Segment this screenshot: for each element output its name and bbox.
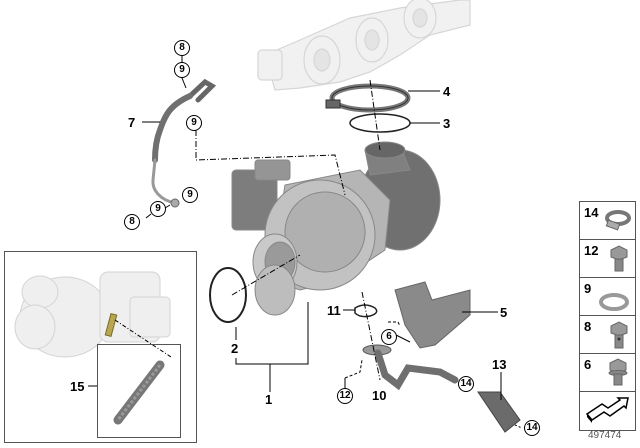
legend-item-direction-arrow: [580, 392, 635, 430]
inset-turbo-ghost: [14, 271, 172, 358]
legend-number: 9: [584, 281, 592, 296]
o-ring: [209, 267, 247, 323]
legend-item-banjo-bolt: 8: [580, 316, 635, 354]
callout-14-lower: 14: [524, 420, 540, 436]
exhaust-manifold: [257, 0, 471, 91]
legend-item-sealing-ring: 9: [580, 278, 635, 316]
callout-15: 15: [70, 379, 85, 394]
callout-11: 11: [327, 303, 341, 318]
callout-8-bottom: 8: [124, 214, 140, 230]
legend-item-flange-bolt: 6: [580, 354, 635, 392]
parts-legend: 14 12 9 8 6: [579, 201, 636, 431]
diagram-reference-number: 497474: [588, 430, 622, 441]
hose-clamp-icon: [605, 210, 631, 231]
flange-bolt-icon: [608, 358, 628, 386]
legend-number: 14: [584, 205, 599, 220]
callout-3: 3: [443, 116, 451, 131]
gasket-ring: [349, 113, 411, 133]
legend-number: 12: [584, 243, 599, 258]
oil-return-pipe: [362, 344, 459, 391]
sealing-ring-icon: [599, 293, 629, 311]
callout-5: 5: [500, 305, 508, 320]
legend-number: 6: [584, 357, 592, 372]
callout-8-top: 8: [174, 40, 190, 56]
turbocharger: [231, 141, 441, 316]
heat-shield: [394, 281, 471, 349]
callout-13: 13: [492, 357, 507, 372]
callout-9-bottom: 9: [150, 201, 166, 217]
leader-lines: [88, 56, 523, 429]
legend-number: 8: [584, 319, 592, 334]
oil-return-hose: [477, 391, 521, 433]
callout-4: 4: [443, 84, 451, 99]
callout-9-top: 9: [174, 62, 190, 78]
callout-10: 10: [372, 388, 387, 403]
callout-14-upper: 14: [458, 376, 474, 392]
callout-7: 7: [128, 115, 136, 130]
callout-9-right: 9: [182, 187, 198, 203]
direction-arrow-icon: [585, 397, 629, 423]
v-band-clamp: [325, 83, 411, 113]
banjo-bolt-icon: [610, 321, 628, 349]
callout-6: 6: [381, 329, 397, 345]
oil-filter-screen: [113, 360, 165, 425]
oil-feed-line: [151, 78, 217, 208]
legend-item-hose-clamp: 14: [580, 202, 635, 240]
callout-12: 12: [337, 388, 353, 404]
inset-detail-frame: [4, 251, 197, 443]
callout-1: 1: [265, 392, 273, 407]
inset-filter-frame: [97, 344, 181, 438]
legend-item-hex-bolt: 12: [580, 240, 635, 278]
hex-bolt-icon: [610, 245, 628, 272]
callout-2: 2: [231, 341, 239, 356]
callout-9-mid: 9: [186, 115, 202, 131]
